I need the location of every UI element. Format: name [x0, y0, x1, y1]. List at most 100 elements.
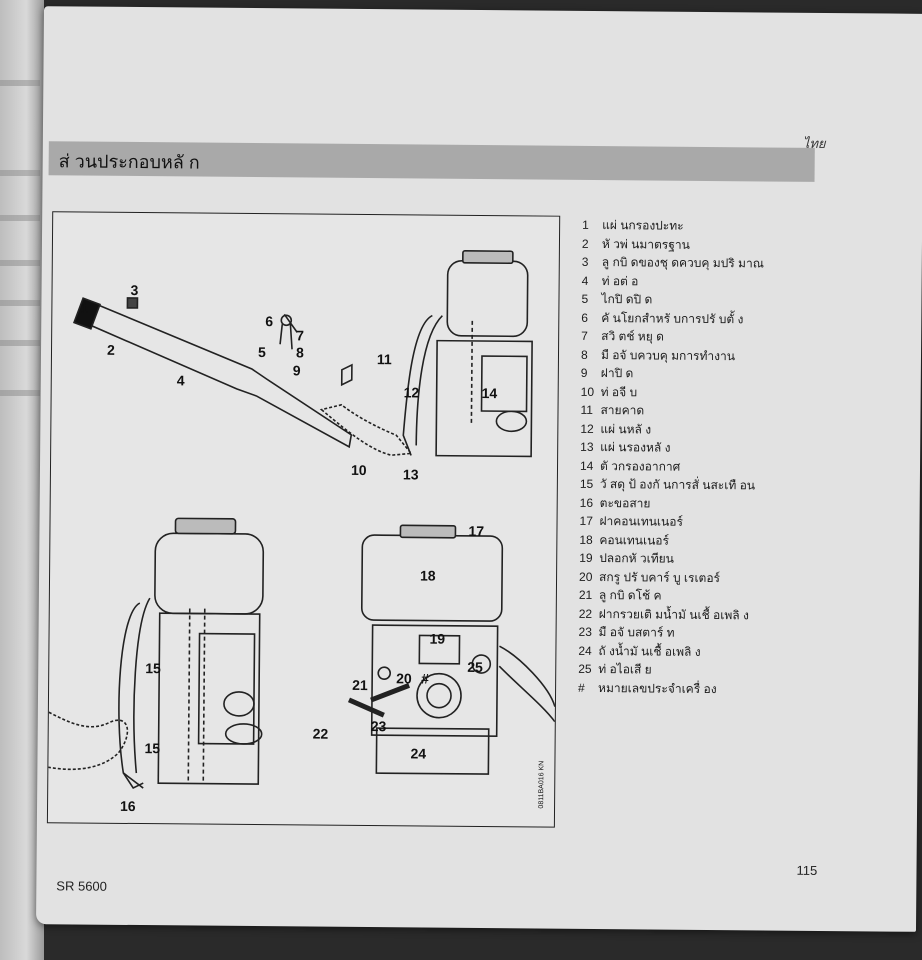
callout-15a: 15: [145, 660, 161, 676]
list-item: 13 แผ่ นรองหลั ง: [580, 438, 880, 459]
callout-11: 11: [377, 351, 392, 367]
part-number: 8: [580, 347, 588, 362]
callout-8: 8: [296, 344, 304, 360]
callout-23: 23: [371, 718, 387, 734]
part-number: 9: [580, 365, 588, 380]
part-label: คั นโยกสำหรั บการปรั บตั้ ง: [601, 310, 744, 326]
part-label: มื อจั บสตาร์ ท: [598, 625, 675, 640]
callout-7: 7: [296, 327, 304, 343]
part-label: แผ่ นหลั ง: [600, 421, 652, 436]
list-item: 11 สายคาด: [580, 401, 880, 422]
part-number: 12: [580, 421, 594, 436]
part-number: 24: [578, 643, 592, 658]
model-name: SR 5600: [56, 878, 108, 894]
part-label: ฝาคอนเทนเนอร์: [599, 514, 683, 529]
list-item: 23 มื อจั บสตาร์ ท: [578, 623, 878, 644]
part-label: ตะขอสาย: [599, 495, 651, 510]
callout-6: 6: [265, 313, 273, 329]
part-number: 20: [579, 569, 593, 584]
callout-2: 2: [107, 342, 115, 358]
callout-13: 13: [403, 466, 419, 482]
part-label: สกรู ปรั บคาร์ บู เรเตอร์: [599, 569, 721, 585]
page-number: 115: [796, 862, 818, 878]
callout-25: 25: [467, 659, 483, 675]
part-number: 21: [578, 587, 593, 602]
part-label: แผ่ นกรองปะทะ: [602, 218, 684, 233]
part-label: แผ่ นรองหลั ง: [600, 440, 671, 455]
part-label: ท่ อต่ อ: [601, 273, 639, 288]
list-item: 5 ไกปิ ดปิ ด: [581, 290, 881, 311]
part-label: ท่ อจี บ: [600, 384, 638, 399]
list-item: # หมายเลขประจำเครื่ อง: [578, 678, 878, 699]
engine-front-drawing: [370, 624, 499, 737]
callout-21: 21: [352, 677, 368, 693]
callout-24: 24: [410, 745, 426, 761]
callout-20: 20: [396, 670, 412, 686]
part-number: 3: [581, 254, 589, 269]
part-number: 11: [580, 402, 594, 417]
list-item: 17 ฝาคอนเทนเนอร์: [579, 512, 879, 533]
list-item: 21 ลู กบิ ดโช้ ค: [579, 586, 879, 607]
callout-9: 9: [293, 362, 301, 378]
part-label: วั สดุ ป้ องกั นการสั่ นสะเทื อน: [599, 477, 756, 493]
part-number: 15: [579, 476, 594, 491]
part-label: สายคาด: [600, 403, 645, 418]
part-number: 13: [580, 439, 594, 454]
callout-18: 18: [420, 567, 436, 583]
part-number: 23: [578, 624, 593, 639]
part-label: สวิ ตช์ หยุ ด: [601, 329, 664, 344]
part-label: หมายเลขประจำเครื่ อง: [598, 680, 717, 696]
part-label: ฝาปิ ด: [600, 366, 634, 381]
callout-1: 1: [80, 300, 88, 316]
part-label: ฝากรวยเติ มน้ำมั นเชื้ อเพลิ ง: [598, 606, 749, 622]
callout-16: 16: [120, 798, 136, 814]
callout-4: 4: [177, 372, 185, 388]
part-number: 5: [581, 291, 589, 306]
part-number: 25: [578, 661, 592, 676]
part-number: 17: [579, 513, 593, 528]
section-title: ส่ วนประกอบหลั ก: [58, 151, 200, 173]
callout-15b: 15: [144, 740, 160, 756]
part-label: ตั วกรองอากาศ: [599, 458, 681, 474]
left-page-edge: [0, 0, 44, 960]
list-item: 3 ลู กบิ ดของชุ ดควบคุ มปริ มาณ: [582, 253, 882, 274]
manual-page: ไทย ส่ วนประกอบหลั ก: [36, 6, 922, 932]
part-number: 1: [582, 217, 589, 232]
part-number: 10: [580, 384, 595, 399]
part-number: 18: [579, 532, 593, 547]
rear-tank-drawing: [154, 532, 265, 615]
parts-illustration: 1 3 2 4 6 7 5 8 9 11 12 14 10 13 15 15 1…: [46, 211, 561, 828]
part-number: 22: [578, 606, 593, 621]
part-label: ลู กบิ ดของชุ ดควบคุ มปริ มาณ: [601, 255, 764, 271]
part-label: ถั งน้ำมั นเชื้ อเพลิ ง: [598, 643, 701, 659]
list-item: 15 วั สดุ ป้ องกั นการสั่ นสะเทื อน: [580, 475, 880, 496]
part-label: ปลอกหั วเทียน: [599, 551, 674, 566]
callout-14: 14: [482, 385, 498, 401]
list-item: 9 ฝาปิ ด: [581, 364, 881, 385]
part-label: ไกปิ ดปิ ด: [601, 292, 653, 307]
part-label: หั วพ่ นมาตรฐาน: [601, 236, 690, 252]
part-label: มื อจั บควบคุ มการทำงาน: [600, 347, 736, 363]
callout-hash: #: [421, 670, 429, 686]
callout-10: 10: [351, 462, 367, 478]
callout-3: 3: [130, 282, 138, 298]
part-number: 2: [581, 236, 589, 251]
part-number: #: [578, 680, 585, 695]
figure-code: 0811BA016 KN: [538, 761, 545, 809]
nozzle-drawing: [72, 297, 102, 330]
strap-drawing: [402, 314, 433, 456]
list-item: 25 ท่ อไอเสี ย: [578, 660, 878, 681]
part-label: ท่ อไอเสี ย: [598, 662, 652, 677]
list-item: 1 แผ่ นกรองปะทะ: [582, 216, 882, 237]
callout-22: 22: [313, 726, 329, 742]
parts-list: 1 แผ่ นกรองปะทะ 2 หั วพ่ นมาตรฐาน 3 ลู กบิ …: [578, 216, 882, 700]
sprayer-drawing: 1 3 2 4 6 7 5 8 9 11 12 14 10 13 15 15 1…: [48, 250, 556, 814]
part-number: 7: [581, 328, 588, 343]
part-number: 4: [581, 273, 589, 288]
callout-5: 5: [258, 344, 266, 360]
part-label: ลู กบิ ดโช้ ค: [598, 588, 662, 603]
part-number: 14: [579, 458, 594, 473]
part-number: 16: [579, 495, 594, 510]
spray-tube-drawing: [83, 301, 353, 449]
